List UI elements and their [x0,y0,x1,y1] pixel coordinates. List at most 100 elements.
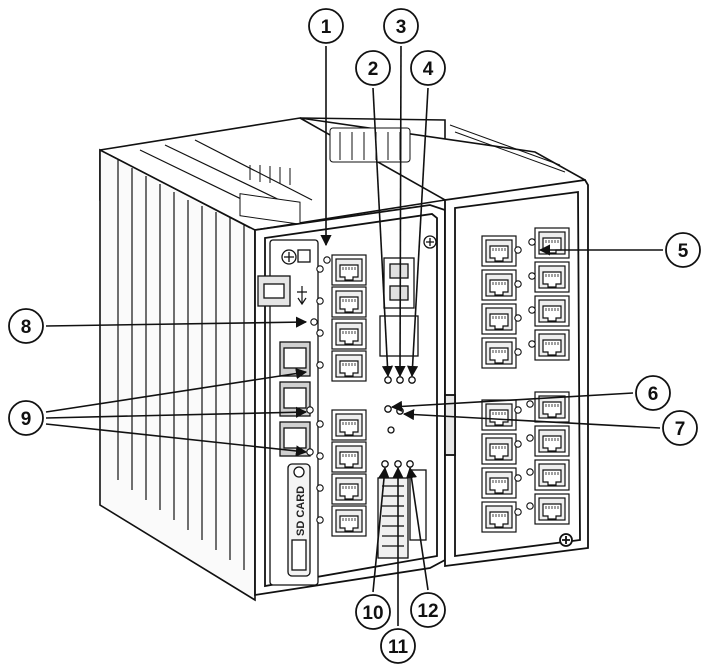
port-led [514,440,522,448]
callout-circle [355,50,391,86]
callout-3: 3 [383,8,419,378]
callout-9: 9 [8,367,308,457]
port-led [514,314,522,322]
callout-number: 5 [678,241,689,262]
port-led [310,318,318,326]
rj45-port [481,337,517,369]
port-led [514,474,522,482]
port-led [316,265,324,273]
callout-circle [635,375,671,411]
callout-circle [410,592,446,628]
port-led [526,400,534,408]
rj45-port [534,329,570,361]
callout-5: 5 [538,232,701,268]
leader-line [45,423,308,457]
leader-line [45,367,308,413]
status-led-12 [406,460,414,468]
callout-8: 8 [8,308,308,344]
leader-line [405,466,429,591]
rj45-port [331,505,367,537]
port-led [526,502,534,510]
rj45-port [481,269,517,301]
callout-4: 4 [406,50,446,378]
rj45-port [534,425,570,457]
status-led-7 [396,407,404,415]
main-rj45-ports [331,254,367,537]
rj45-port [331,441,367,473]
port-led [514,246,522,254]
port-led [306,406,314,414]
callout-circle [355,594,391,630]
callout-7: 7 [402,408,698,446]
callout-number: 4 [423,59,434,80]
expansion-rj45-ports [481,227,570,533]
heatsink-fins [109,139,313,570]
leader-line [372,466,390,593]
callout-number: 2 [368,59,379,80]
port-led [528,238,536,246]
callout-circle [383,8,419,44]
port-led [316,516,324,524]
rj45-port [331,350,367,382]
port-led [316,361,324,369]
callout-number: 6 [648,384,659,405]
port-led [316,297,324,305]
port-led [514,348,522,356]
port-led [528,272,536,280]
rj45-port [331,254,367,286]
leader-line [45,406,308,419]
port-led [526,434,534,442]
callout-2: 2 [355,50,394,378]
callout-number: 8 [21,317,32,338]
leader-line [390,392,634,413]
heatsink-top-slots [239,124,566,225]
status-led-2 [384,376,392,384]
rj45-port [534,295,570,327]
callout-number: 11 [388,637,409,658]
leader-line [372,87,394,378]
usb-icon [297,286,307,306]
rj45-port [481,235,517,267]
reset-button [387,426,395,434]
callout-circle [665,232,701,268]
rj45-port [481,399,517,431]
leader-line [45,316,308,328]
callout-number: 3 [396,17,407,38]
callout-number: 12 [417,601,438,622]
status-led-10 [381,460,389,468]
rj45-port [331,473,367,505]
callout-circle [8,308,44,344]
callout-circle [662,410,698,446]
port-led [528,340,536,348]
port-led [514,280,522,288]
port-led [528,306,536,314]
rj45-port [534,227,570,259]
rj45-port [481,433,517,465]
callout-12: 12 [405,466,446,628]
rj45-port [481,467,517,499]
leader-line [402,408,661,429]
callout-circle [8,400,44,436]
rj45-port [481,303,517,335]
leader-line [394,45,406,378]
callout-number: 10 [362,603,383,624]
sfp-slot-2 [279,381,311,417]
rj45-port [534,459,570,491]
port-led [316,484,324,492]
rj45-port [481,501,517,533]
leader-line [406,87,429,378]
port-led [306,448,314,456]
port-led [316,420,324,428]
port-led [526,468,534,476]
sd-card-label: SD CARD [295,486,307,536]
callout-circle [380,628,416,664]
port-led [323,256,331,264]
rj45-port [331,286,367,318]
callout-1: 1 [308,8,344,247]
rj45-port [534,493,570,525]
rj45-port [534,261,570,293]
port-led [316,329,324,337]
callout-10: 10 [355,466,391,630]
